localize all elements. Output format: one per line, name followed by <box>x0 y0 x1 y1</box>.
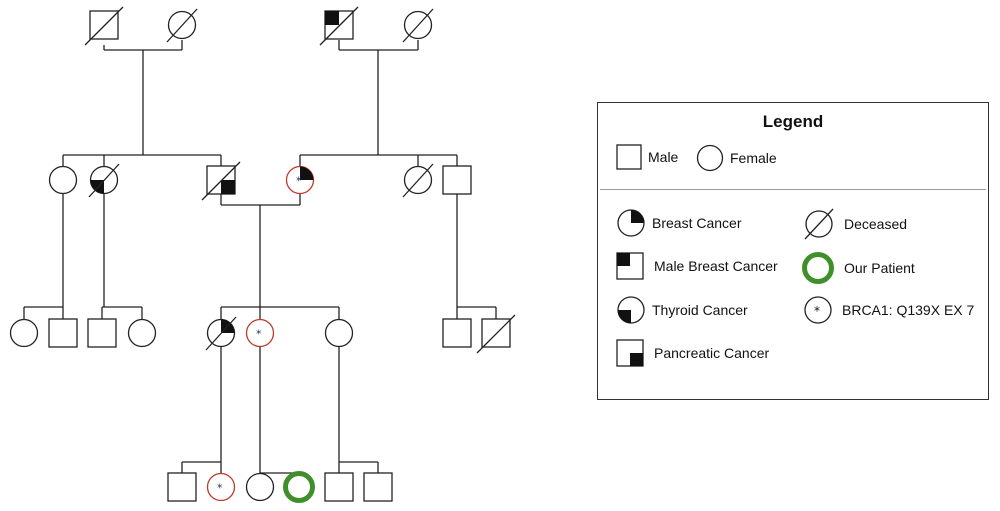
gen1-female-deceased <box>166 8 198 43</box>
deceased-icon <box>804 208 834 240</box>
relationship-lines <box>23 40 497 474</box>
gen3-female-3 <box>324 318 354 348</box>
brca1-carrier-icon: * <box>804 296 832 324</box>
legend-male-breast-cancer: Male Breast Cancer <box>616 252 778 280</box>
legend-thyroid-cancer: Thyroid Cancer <box>616 295 748 325</box>
male-breast-cancer-icon <box>616 252 644 280</box>
gen1-female-deceased-2 <box>402 8 434 43</box>
legend-breast-cancer-label: Breast Cancer <box>652 215 742 231</box>
legend-our-patient: Our Patient <box>801 251 915 285</box>
legend-brca1-label: BRCA1: Q139X EX 7 <box>842 302 975 318</box>
legend-divider <box>600 189 986 190</box>
gen2-female-deceased-thyroid-cancer <box>88 163 120 198</box>
legend-thyroid-cancer-label: Thyroid Cancer <box>652 302 748 318</box>
gen3-female-deceased-breast-cancer <box>205 316 237 351</box>
brca1-marker: * <box>256 328 262 341</box>
gen3-female-2 <box>127 318 157 348</box>
legend-deceased-label: Deceased <box>844 216 908 232</box>
female-symbol-icon <box>696 144 724 172</box>
gen2-female <box>48 165 78 195</box>
legend-male-breast-cancer-label: Male Breast Cancer <box>654 258 778 274</box>
male-symbol-icon <box>616 144 642 170</box>
gen2-male <box>442 165 472 195</box>
legend-male-label: Male <box>648 149 679 165</box>
svg-text:*: * <box>814 304 820 318</box>
legend-deceased: Deceased <box>803 208 907 240</box>
legend-pancreatic-cancer: Pancreatic Cancer <box>616 339 769 367</box>
gen3-male-2 <box>87 318 117 348</box>
brca1-marker: * <box>217 482 223 495</box>
legend-female-label: Female <box>730 150 777 166</box>
gen3-male-deceased <box>476 314 516 354</box>
gen2-male-deceased-pancreatic-cancer <box>201 161 241 201</box>
legend-brca1: * BRCA1: Q139X EX 7 <box>803 295 974 325</box>
legend-male: Male <box>616 144 678 170</box>
legend-female: Female <box>696 144 777 172</box>
gen4-male-2 <box>324 472 354 502</box>
gen4-female <box>245 472 275 502</box>
gen3-female-brca1-carrier: * <box>245 318 275 348</box>
pancreatic-cancer-icon <box>616 339 644 367</box>
legend-box: Legend Male Female Breast Cancer Decease… <box>597 102 989 400</box>
legend-our-patient-label: Our Patient <box>844 260 915 276</box>
our-patient-icon <box>802 252 834 284</box>
brca1-marker: * <box>296 175 302 188</box>
legend-breast-cancer: Breast Cancer <box>616 208 741 238</box>
breast-cancer-icon <box>617 209 645 237</box>
pedigree-chart: * * * <box>9 6 516 503</box>
gen2-female-breast-cancer-brca1-carrier: * <box>285 165 315 195</box>
gen3-male-3 <box>442 318 472 348</box>
gen3-female-1 <box>9 318 39 348</box>
gen3-male-1 <box>48 318 78 348</box>
gen4-our-patient <box>283 471 315 503</box>
gen2-female-deceased <box>402 163 434 198</box>
gen4-male-3 <box>363 472 393 502</box>
gen1-male-deceased-male-breast-cancer <box>319 6 359 46</box>
gen4-male-1 <box>167 472 197 502</box>
legend-title: Legend <box>762 112 824 131</box>
gen4-female-brca1-carrier: * <box>206 472 236 502</box>
legend-pancreatic-cancer-label: Pancreatic Cancer <box>654 345 770 361</box>
thyroid-cancer-icon <box>617 296 645 324</box>
gen1-male-deceased <box>84 6 124 46</box>
